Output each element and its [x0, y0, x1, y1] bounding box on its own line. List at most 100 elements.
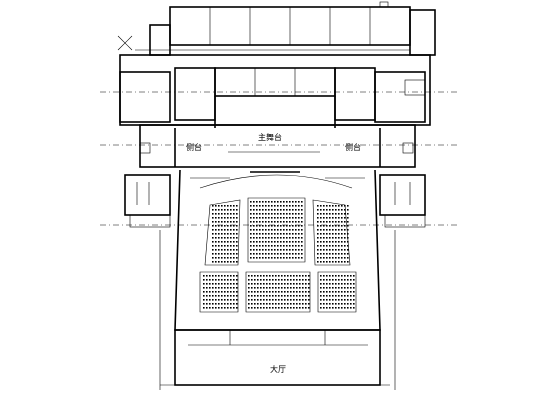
seat [302, 299, 304, 301]
seat [224, 221, 226, 223]
seat [326, 287, 328, 289]
seat [281, 299, 283, 301]
seat [209, 275, 211, 277]
seat [215, 303, 217, 305]
seat [301, 213, 303, 215]
seat [230, 229, 232, 231]
seat [227, 307, 229, 309]
seat [224, 213, 226, 215]
seat [350, 291, 352, 293]
seat [317, 249, 319, 251]
seat [260, 303, 262, 305]
seat [250, 253, 252, 255]
seat [271, 253, 273, 255]
seat [278, 287, 280, 289]
seat [329, 291, 331, 293]
seat [206, 303, 208, 305]
seat [338, 229, 340, 231]
seat [293, 299, 295, 301]
seat [233, 287, 235, 289]
seat [292, 225, 294, 227]
seat [236, 237, 238, 239]
seat [308, 279, 310, 281]
seat [335, 253, 337, 255]
seat [292, 241, 294, 243]
seat [335, 283, 337, 285]
seat [344, 283, 346, 285]
seat [206, 279, 208, 281]
seat [271, 241, 273, 243]
seat [221, 303, 223, 305]
seat [326, 249, 328, 251]
seat [320, 307, 322, 309]
seat [347, 295, 349, 297]
seat [209, 279, 211, 281]
seat [326, 303, 328, 305]
north-arrow-icon [117, 35, 133, 51]
seat [233, 291, 235, 293]
seat [272, 283, 274, 285]
seat [274, 257, 276, 259]
seat [262, 209, 264, 211]
seat [289, 245, 291, 247]
seat [236, 225, 238, 227]
seat [329, 283, 331, 285]
seat [221, 229, 223, 231]
seat [268, 229, 270, 231]
seat [283, 233, 285, 235]
seat [256, 201, 258, 203]
seat [230, 225, 232, 227]
seat [206, 291, 208, 293]
seat [341, 221, 343, 223]
seat [212, 295, 214, 297]
seat [260, 287, 262, 289]
seat [292, 229, 294, 231]
top-room-row [135, 1, 436, 56]
seat [289, 241, 291, 243]
seat [274, 225, 276, 227]
seat [230, 217, 232, 219]
seat [233, 245, 235, 247]
seat [256, 221, 258, 223]
seat [259, 249, 261, 251]
seat [248, 299, 250, 301]
seat [317, 245, 319, 247]
seat [289, 257, 291, 259]
seat [347, 299, 349, 301]
seat [218, 225, 220, 227]
seat [259, 257, 261, 259]
seat [338, 221, 340, 223]
seat [230, 299, 232, 301]
seat [344, 279, 346, 281]
seat [230, 307, 232, 309]
seat [320, 229, 322, 231]
seat [215, 253, 217, 255]
seat [347, 237, 349, 239]
seat [236, 233, 238, 235]
seat [277, 233, 279, 235]
seat [212, 303, 214, 305]
seat [280, 237, 282, 239]
seat [268, 217, 270, 219]
seat [227, 279, 229, 281]
seat [224, 283, 226, 285]
seat [347, 253, 349, 255]
seat [224, 241, 226, 243]
seat [278, 295, 280, 297]
seat [293, 307, 295, 309]
seat [230, 245, 232, 247]
seat [218, 241, 220, 243]
seat [323, 275, 325, 277]
seat [283, 217, 285, 219]
seat [212, 299, 214, 301]
seat [284, 299, 286, 301]
seat [320, 241, 322, 243]
seat [263, 299, 265, 301]
seat [275, 299, 277, 301]
seat [326, 307, 328, 309]
seat [266, 299, 268, 301]
seat [329, 229, 331, 231]
seat [212, 217, 214, 219]
seat [323, 291, 325, 293]
seat [215, 287, 217, 289]
